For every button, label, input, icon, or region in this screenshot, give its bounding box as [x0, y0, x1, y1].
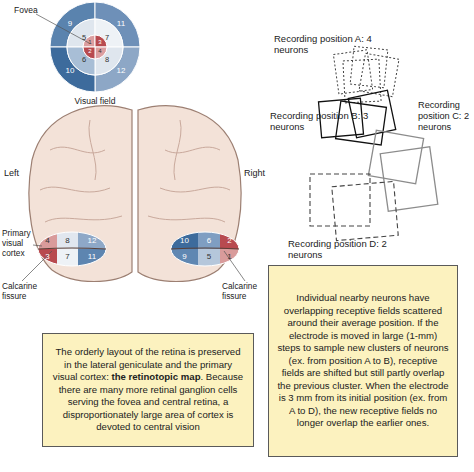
cortex-number: 5 — [200, 252, 218, 262]
leader-line — [224, 251, 245, 281]
sulcus — [160, 187, 230, 192]
receptive-field — [332, 181, 398, 240]
calcarine-fissure — [38, 248, 106, 249]
sector-number: 3 — [95, 39, 105, 46]
sulcus — [45, 216, 122, 222]
brain-illustration — [22, 106, 245, 282]
sector-number: 9 — [60, 19, 80, 29]
part-label: Calcarine fissure — [222, 282, 274, 302]
receptive-field — [310, 174, 370, 226]
cortex-number: 12 — [82, 236, 102, 246]
cortex-number: 10 — [175, 236, 195, 246]
cortex-number: 7 — [59, 252, 77, 262]
sector-number: 10 — [60, 66, 80, 76]
emphasis: the retinotopic map — [111, 371, 200, 382]
receptive-field — [380, 147, 438, 211]
receptive-fields-c — [368, 130, 437, 211]
cortex-outline — [171, 232, 239, 266]
sector-number: 2 — [85, 48, 95, 55]
sulcus — [50, 147, 105, 153]
recording-label: Recording position A: 4 neurons — [274, 33, 374, 56]
receptive-field — [350, 46, 388, 87]
sector-number: 4 — [95, 48, 105, 55]
calcarine-fissure — [171, 248, 239, 249]
cortex-number: 2 — [221, 236, 239, 246]
right-hemisphere — [138, 106, 241, 282]
part-label: Primary visual cortex — [2, 229, 42, 259]
leader-line — [33, 245, 42, 246]
box-text: Individual nearby neurons have overlappi… — [277, 292, 449, 429]
receptive-field — [359, 53, 399, 96]
cortex-number: 8 — [59, 236, 77, 246]
field-sector — [50, 2, 95, 47]
recording-label: Recording position C: 2 neurons — [418, 100, 474, 133]
sulci — [40, 120, 230, 222]
callout-label: Fovea — [14, 5, 54, 15]
cortex-number: 6 — [200, 236, 218, 246]
leader-line — [36, 14, 89, 43]
field-sector — [95, 2, 140, 47]
recording-label: Recording position D: 2 neurons — [288, 238, 388, 261]
cortex-area — [198, 232, 220, 249]
cortex-area — [198, 249, 220, 266]
cortex-area — [57, 249, 78, 266]
field-sector — [50, 47, 95, 92]
left-visual-cortex — [38, 232, 106, 266]
note-box: Individual nearby neurons have overlappi… — [268, 265, 458, 457]
recording-label: Recording position B: 3 neurons — [270, 110, 370, 133]
right-visual-cortex — [171, 232, 239, 266]
cortex-number: 11 — [82, 252, 102, 262]
cortex-number: 9 — [175, 252, 195, 262]
field-sector — [95, 47, 140, 92]
hemisphere-label: Left — [4, 168, 34, 179]
receptive-field — [336, 101, 387, 145]
part-label: Calcarine fissure — [2, 282, 54, 302]
cortex-number: 1 — [221, 252, 239, 262]
sector-number: 6 — [76, 55, 92, 64]
note-box: The orderly layout of the retina is pres… — [42, 333, 254, 447]
cortex-outline — [38, 232, 106, 266]
cortex-number: 4 — [39, 236, 57, 246]
sulcus — [148, 216, 225, 222]
sector-number: 12 — [111, 66, 131, 76]
sulcus — [165, 147, 220, 153]
figure-label: Visual field — [55, 96, 135, 106]
left-hemisphere — [29, 106, 132, 282]
cortex-number: 3 — [39, 252, 57, 262]
sulcus — [89, 120, 96, 180]
cortex-area — [57, 232, 78, 249]
sector-number: 1 — [85, 39, 95, 46]
sulcus — [40, 187, 110, 192]
receptive-fields-d — [310, 174, 398, 241]
box-text: The orderly layout of the retina is pres… — [51, 346, 245, 433]
visual-field-circle — [50, 2, 140, 92]
sector-number: 11 — [111, 19, 131, 29]
receptive-field — [368, 130, 423, 184]
sector-number: 8 — [99, 55, 115, 64]
hemisphere-label: Right — [244, 168, 274, 179]
sulcus — [174, 120, 181, 180]
